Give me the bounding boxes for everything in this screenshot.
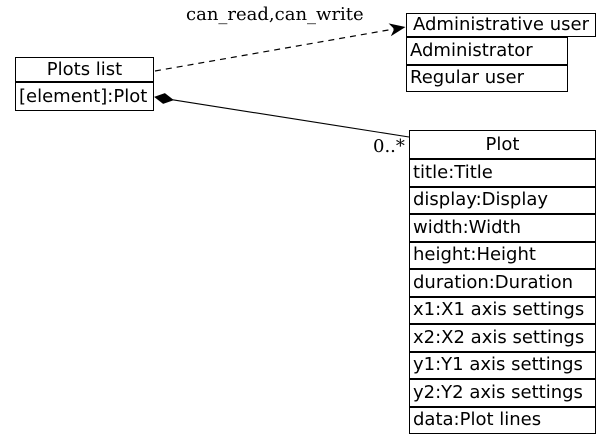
- value-row: Administrator: [406, 37, 568, 65]
- node-administrative-user-values[interactable]: Administrator Regular user: [406, 37, 568, 92]
- attribute-row: x1:X1 axis settings: [409, 296, 596, 324]
- attribute-row: duration:Duration: [409, 269, 596, 297]
- composition-edge-line: [171, 99, 410, 138]
- attribute-row: display:Display: [409, 186, 596, 214]
- node-plots-list-title: Plots list: [15, 57, 154, 82]
- edge-label-permissions: can_read,can_write: [186, 4, 364, 25]
- attribute-row: y1:Y1 axis settings: [409, 351, 596, 379]
- composition-diamond-icon: [154, 93, 174, 104]
- node-plot[interactable]: Plot title:Title display:Display width:W…: [409, 130, 596, 434]
- arrowhead-vee-icon: [388, 23, 406, 37]
- edge-label-multiplicity: 0..*: [373, 136, 405, 157]
- value-row: Regular user: [406, 64, 568, 92]
- node-plots-list[interactable]: Plots list [element]:Plot: [15, 57, 154, 111]
- attribute-row: y2:Y2 axis settings: [409, 379, 596, 407]
- attribute-row: title:Title: [409, 159, 596, 187]
- dependency-edge-line: [154, 28, 395, 72]
- attribute-row: width:Width: [409, 214, 596, 242]
- node-administrative-user-title: Administrative user: [406, 13, 596, 37]
- node-administrative-user[interactable]: Administrative user: [406, 13, 596, 37]
- attribute-row: height:Height: [409, 241, 596, 269]
- attribute-row: x2:X2 axis settings: [409, 324, 596, 352]
- attribute-row: [element]:Plot: [15, 82, 154, 111]
- node-plot-title: Plot: [409, 130, 596, 159]
- attribute-row: data:Plot lines: [409, 406, 596, 434]
